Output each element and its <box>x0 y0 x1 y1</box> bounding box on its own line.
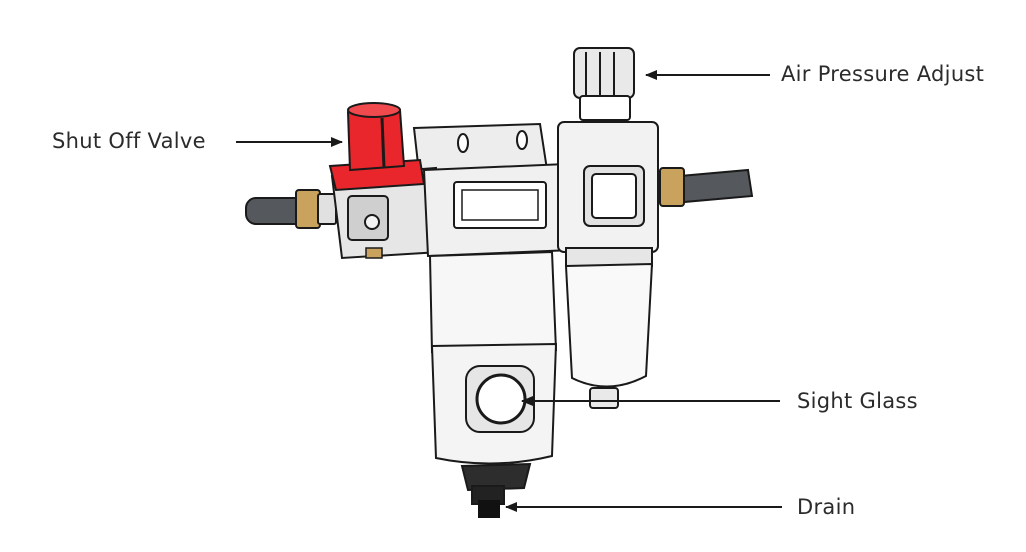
shut-off-valve-body <box>330 166 442 260</box>
left-brass-fitting <box>295 189 337 229</box>
drain-label: Drain <box>797 495 856 519</box>
valve-handle-icon <box>328 102 426 192</box>
regulator-bowl <box>564 262 654 409</box>
air-pressure-adjust-label: Air Pressure Adjust <box>781 62 985 86</box>
regulator-body <box>557 121 659 267</box>
pressure-adjust-knob-icon <box>573 47 635 121</box>
sight-glass-icon <box>465 365 535 433</box>
shut-off-valve-label: Shut Off Valve <box>52 129 206 153</box>
right-hose <box>678 168 754 204</box>
filter-head <box>422 162 574 258</box>
right-brass-fitting <box>659 167 685 207</box>
drain-valve-icon <box>460 462 532 518</box>
sight-glass-label: Sight Glass <box>797 389 918 413</box>
